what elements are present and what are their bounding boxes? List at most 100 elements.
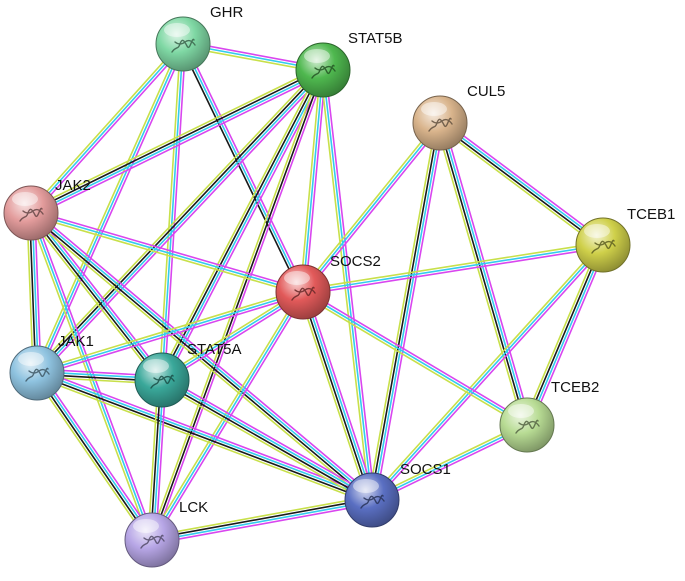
edge-strand (29, 68, 324, 213)
node-label: SOCS2 (330, 253, 381, 270)
edge-socs2-stat5a (159, 288, 306, 384)
node-jak1[interactable]: JAK1 (9, 333, 94, 401)
edge-strand (371, 244, 604, 501)
edge-strand (34, 375, 372, 505)
edge-strand (300, 293, 527, 429)
edge-strand (302, 291, 528, 426)
edge-strand (150, 495, 373, 537)
node-socs2[interactable]: SOCS2 (275, 253, 381, 320)
node-label: GHR (210, 4, 244, 21)
node-highlight (304, 49, 330, 63)
edge-socs2-jak1 (35, 288, 305, 377)
edge-strand (303, 290, 375, 501)
node-ghr[interactable]: GHR (155, 4, 244, 72)
edge-stat5a-socs1 (159, 375, 375, 505)
node-highlight (584, 224, 610, 238)
edge-strand (36, 293, 305, 377)
node-socs1[interactable]: SOCS1 (344, 461, 451, 528)
edge-strand (162, 69, 325, 382)
edge-strand (30, 212, 153, 541)
edge-strand (525, 243, 603, 426)
edge-strand (37, 70, 325, 375)
protein-structure-icon (150, 374, 175, 389)
edge-strand (369, 121, 440, 501)
protein-structure-icon (25, 367, 50, 382)
edge-strand (302, 69, 324, 293)
edge-strand (30, 70, 325, 215)
node-highlight (18, 352, 44, 366)
edge-strand (38, 44, 187, 375)
node-tceb2[interactable]: TCEB2 (499, 379, 599, 453)
node-highlight (12, 192, 38, 206)
edge-strand (32, 374, 150, 544)
edge-strand (157, 67, 321, 380)
edge-strand (184, 42, 307, 292)
edge-strand (153, 70, 327, 542)
edge-strand (304, 69, 327, 294)
node-cul5[interactable]: CUL5 (412, 83, 505, 151)
node-highlight (133, 519, 159, 533)
edge-strand (32, 44, 186, 216)
edge-strand (30, 209, 305, 291)
edge-stat5b-stat5a (157, 67, 328, 383)
edge-strand (30, 212, 304, 293)
edge-ghr-jak2 (28, 41, 186, 216)
node-highlight (164, 23, 190, 37)
edge-strand (300, 291, 372, 502)
edge-strand (438, 123, 604, 247)
edge-strand (37, 368, 375, 498)
edge-strand (159, 288, 303, 379)
edge-strand (370, 421, 527, 499)
node-highlight (353, 479, 379, 493)
edges-layer (26, 40, 608, 545)
node-tceb1[interactable]: TCEB1 (575, 206, 675, 273)
edge-strand (371, 424, 528, 501)
edge-strand (31, 72, 326, 218)
protein-structure-icon (428, 117, 453, 132)
protein-structure-icon (591, 239, 616, 254)
edge-strand (161, 378, 374, 500)
edge-strand (437, 122, 527, 427)
edge-strand (151, 503, 374, 545)
edge-strand (375, 122, 445, 502)
node-stat5a[interactable]: STAT5A (134, 341, 241, 408)
edge-strand (151, 69, 324, 541)
edge-strand (164, 70, 328, 383)
edge-ghr-jak1 (33, 42, 187, 375)
edge-strand (163, 375, 375, 498)
edge-strand (35, 372, 152, 542)
edge-strand (441, 119, 607, 243)
edge-strand (300, 120, 439, 292)
edge-strand (29, 213, 162, 382)
edge-cul5-socs1 (367, 121, 445, 502)
edge-strand (151, 500, 374, 543)
edge-strand (440, 121, 530, 426)
node-stat5b[interactable]: STAT5B (295, 30, 402, 98)
edge-strand (37, 371, 154, 541)
node-lck[interactable]: LCK (124, 499, 208, 568)
edge-strand (304, 123, 443, 295)
protein-structure-icon (360, 494, 385, 509)
edge-socs2-tceb2 (300, 288, 530, 429)
edge-tceb1-socs2 (301, 241, 605, 296)
node-label: SOCS1 (400, 461, 451, 478)
edge-cul5-socs2 (300, 120, 443, 295)
edge-strand (162, 293, 306, 384)
edge-tceb2-socs1 (370, 421, 529, 504)
edge-strand (28, 41, 182, 213)
protein-structure-icon (515, 419, 540, 434)
edge-strand (36, 43, 184, 374)
edge-jak2-socs2 (29, 209, 305, 296)
edge-strand (435, 123, 525, 427)
protein-structure-icon (311, 64, 336, 79)
edge-strand (367, 121, 437, 501)
edge-strand (27, 214, 160, 384)
edge-strand (372, 426, 529, 504)
node-jak2[interactable]: JAK2 (3, 177, 91, 241)
edge-stat5b-lck (148, 68, 327, 542)
edge-strand (529, 245, 608, 428)
protein-structure-icon (291, 286, 316, 301)
edge-strand (150, 497, 373, 540)
